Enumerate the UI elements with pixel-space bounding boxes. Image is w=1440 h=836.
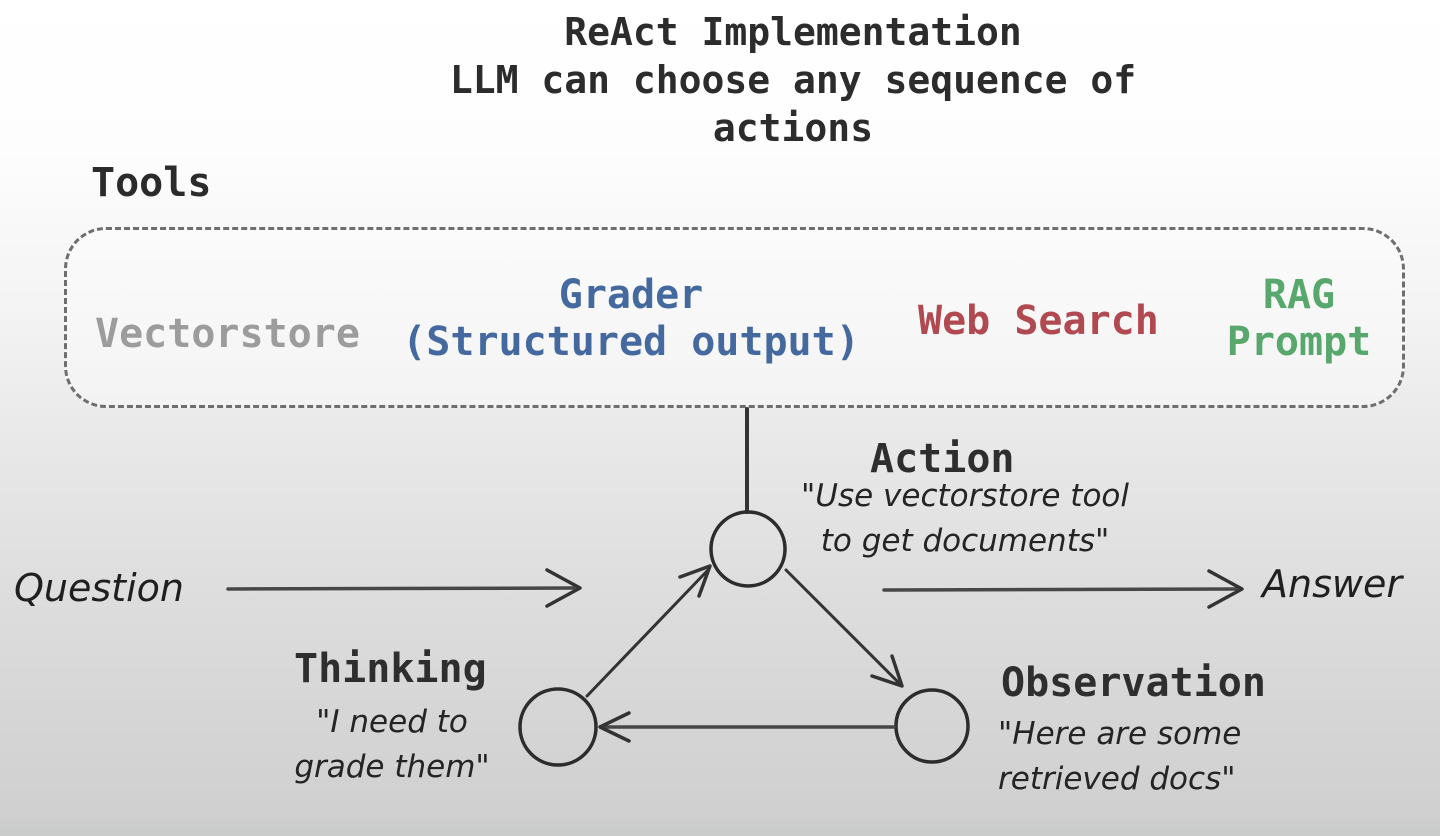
question-label: Question xyxy=(14,566,184,610)
answer-arrow-shaft xyxy=(882,587,1238,592)
tool-grader-line1: Grader xyxy=(558,272,704,318)
question-arrow-head xyxy=(545,568,582,608)
tool-grader-label: Grader (Structured output) xyxy=(396,272,866,366)
thinking-quote: "I need to grade them" xyxy=(283,700,501,790)
arrow-thinking-to-action-head xyxy=(678,564,712,598)
arrow-observation-to-thinking-head xyxy=(598,711,631,743)
action-quote: "Use vectorstore tool to get documents" xyxy=(755,474,1175,564)
arrow-thinking-to-action xyxy=(585,564,712,698)
question-arrow-shaft xyxy=(226,586,576,591)
page-title: ReAct Implementation LLM can choose any … xyxy=(360,8,1226,152)
observation-label: Observation xyxy=(1001,660,1266,706)
question-arrow xyxy=(226,568,582,608)
tool-rag-prompt-label: RAG Prompt xyxy=(1219,272,1379,366)
observation-quote-line2: retrieved docs" xyxy=(998,761,1236,797)
observation-node-circle xyxy=(894,688,970,764)
tool-grader-line2: (Structured output) xyxy=(402,319,860,365)
observation-quote-line1: "Here are some xyxy=(998,716,1242,752)
tool-web-search-label: Web Search xyxy=(918,298,1159,344)
arrow-thinking-to-action-shaft xyxy=(585,568,710,698)
page-title-line1: ReAct Implementation xyxy=(564,10,1022,54)
arrow-action-to-observation xyxy=(784,568,904,688)
tool-rag-line2: Prompt xyxy=(1226,319,1372,365)
arrow-action-to-observation-shaft xyxy=(784,568,902,686)
action-quote-line2: to get documents" xyxy=(820,523,1110,559)
tools-heading: Tools xyxy=(91,160,212,206)
answer-arrow-head xyxy=(1207,569,1244,609)
page-title-line2: LLM can choose any sequence of actions xyxy=(449,58,1137,150)
observation-quote: "Here are some retrieved docs" xyxy=(998,712,1288,802)
answer-label: Answer xyxy=(1262,562,1402,606)
action-quote-line1: "Use vectorstore tool xyxy=(801,478,1129,514)
thinking-quote-line1: "I need to xyxy=(316,704,468,740)
answer-arrow xyxy=(882,569,1244,609)
thinking-label: Thinking xyxy=(294,646,487,692)
tools-box xyxy=(64,227,1405,408)
tool-rag-line1: RAG xyxy=(1262,272,1336,318)
arrow-action-to-observation-head xyxy=(870,654,904,688)
thinking-quote-line2: grade them" xyxy=(294,749,490,785)
action-node-circle xyxy=(709,510,787,588)
arrow-observation-to-thinking xyxy=(598,711,896,743)
action-label: Action xyxy=(870,436,1015,482)
tool-vectorstore-label: Vectorstore xyxy=(95,311,360,357)
thinking-node-circle xyxy=(518,687,598,767)
